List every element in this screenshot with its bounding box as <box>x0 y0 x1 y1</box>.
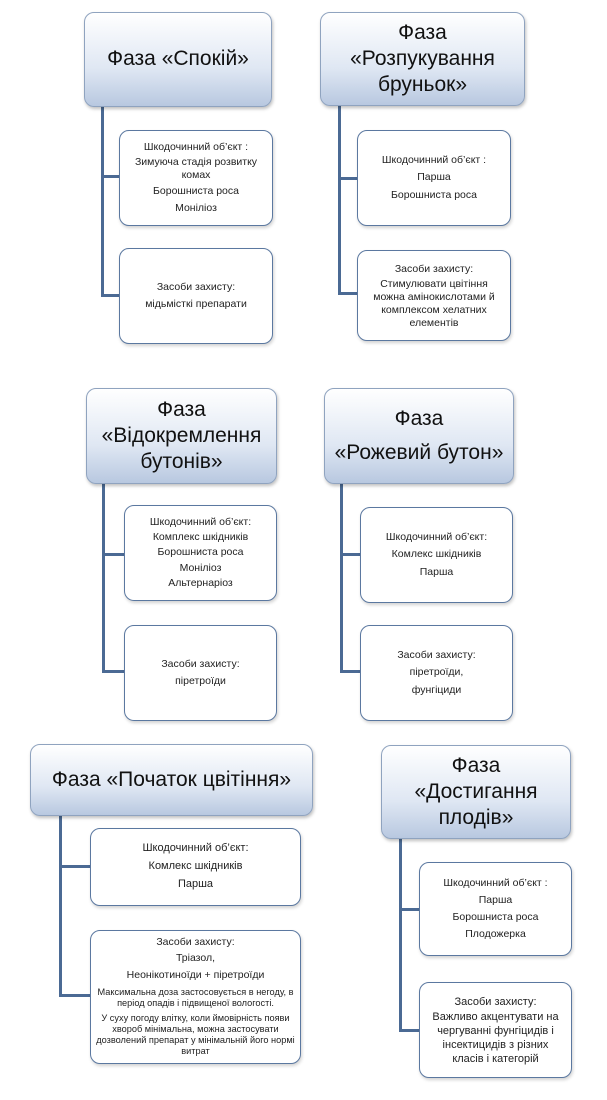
phase-header: Фаза «Рожевий бутон» <box>324 388 514 484</box>
pest-item: Борошниста роса <box>157 546 244 559</box>
pests-box: Шкодочинний об’єкт : Парша Борошниста ро… <box>419 862 572 956</box>
connector-branch <box>340 670 361 673</box>
protection-item: Неонікотиноїди + піретроїди <box>126 969 265 982</box>
connector-branch <box>102 553 125 556</box>
pest-item: Комплекс шкідників <box>152 531 249 544</box>
protection-item: Тріазол, <box>175 952 216 965</box>
phase-title-line: «Відокремлення <box>101 423 262 447</box>
phase-title-line: «Достигання <box>414 779 538 803</box>
pests-box: Шкодочинний об’єкт: Комлекс шкідників Па… <box>360 507 513 603</box>
phase-header: Фаза «Розпукування бруньок» <box>320 12 525 106</box>
protection-box: Засоби захисту: Важливо акцентувати на ч… <box>419 982 572 1078</box>
connector-trunk <box>338 105 341 295</box>
protection-heading: Засоби захисту: <box>161 657 240 670</box>
connector-branch <box>338 177 358 180</box>
connector-branch <box>399 1029 420 1032</box>
protection-box: Засоби захисту: піретроїди, фунгіциди <box>360 625 513 721</box>
protection-heading: Засоби захисту: <box>156 936 235 949</box>
pests-heading: Шкодочинний об’єкт : <box>443 876 548 889</box>
pest-item: Моніліоз <box>175 201 217 214</box>
phase-title-line: бутонів» <box>140 450 223 474</box>
protection-heading: Засоби захисту: <box>454 995 537 1008</box>
phase-title-line: Фаза <box>398 20 447 44</box>
pests-heading: Шкодочинний об’єкт : <box>381 154 487 167</box>
phase-title-line: Фаза <box>394 406 444 430</box>
connector-branch <box>338 292 358 295</box>
pests-heading: Шкодочинний об’єкт: <box>142 842 249 855</box>
connector-trunk <box>59 815 62 997</box>
pests-heading: Шкодочинний об’єкт: <box>149 516 252 529</box>
connector-branch <box>59 994 91 997</box>
pest-item: Парша <box>419 565 454 578</box>
protection-heading: Засоби захисту: <box>156 280 236 293</box>
protection-note: У суху погоду влітку, коли ймовірність п… <box>96 1012 295 1056</box>
phase-header: Фаза «Достигання плодів» <box>381 745 571 839</box>
pest-item: Зимуюча стадія розвитку комах <box>134 156 258 182</box>
connector-branch <box>59 865 91 868</box>
protection-box: Засоби захисту: Тріазол, Неонікотиноїди … <box>90 930 301 1064</box>
protection-item: піретроїди <box>175 675 226 687</box>
protection-item: фунгіциди <box>411 683 462 696</box>
connector-trunk <box>340 483 343 673</box>
phase-title-line: Фаза <box>157 397 206 421</box>
phase-title-line: «Розпукування <box>350 46 495 70</box>
connector-trunk <box>399 838 402 1032</box>
pest-item: Борошниста роса <box>452 911 539 923</box>
pests-heading: Шкодочинний об’єкт : <box>143 141 249 154</box>
protection-box: Засоби захисту: мідьмісткі препарати <box>119 248 273 344</box>
pests-heading: Шкодочинний об’єкт: <box>385 531 488 544</box>
protection-box: Засоби захисту: піретроїди <box>124 625 277 721</box>
pest-item: Альтернаріоз <box>168 576 233 589</box>
pest-item: Парша <box>177 877 214 890</box>
connector-branch <box>102 670 125 673</box>
connector-branch <box>340 553 361 556</box>
pest-item: Парша <box>478 893 513 906</box>
protection-item: Стимулювати цвітіння можна амінокислотам… <box>373 277 495 330</box>
pests-box: Шкодочинний об’єкт : Парша Борошниста ро… <box>357 130 511 226</box>
protection-item: мідьмісткі препарати <box>145 298 247 310</box>
pest-item: Парша <box>417 171 451 184</box>
connector-trunk <box>102 483 105 673</box>
phase-title-line: «Рожевий бутон» <box>334 441 504 464</box>
pest-item: Плодожерка <box>465 928 526 941</box>
protection-item: піретроїди, <box>409 666 464 679</box>
phase-title-line: Фаза <box>451 753 501 777</box>
pests-box: Шкодочинний об’єкт: Комлекс шкідників Па… <box>90 828 301 906</box>
phase-title-line: Фаза «Спокій» <box>107 47 249 71</box>
protection-note: Максимальна доза застосовується в негоду… <box>97 986 294 1008</box>
connector-branch <box>399 908 420 911</box>
pests-box: Шкодочинний об’єкт: Комплекс шкідників Б… <box>124 505 277 601</box>
pest-item: Комлекс шкідників <box>391 548 482 561</box>
pest-item: Моніліоз <box>179 561 222 574</box>
connector-trunk <box>101 106 104 297</box>
phase-title-line: бруньок» <box>377 73 468 97</box>
phase-title-line: Фаза «Початок цвітіння» <box>51 767 292 791</box>
pest-item: Борошниста роса <box>153 184 239 197</box>
connector-branch <box>101 294 120 297</box>
protection-item: Важливо акцентувати на чергуванні фунгіц… <box>432 1011 559 1065</box>
pest-item: Борошниста роса <box>391 188 477 201</box>
protection-heading: Засоби захисту: <box>397 649 476 662</box>
phase-title-line: плодів» <box>438 806 514 830</box>
pest-item: Комлекс шкідників <box>148 860 243 873</box>
phase-header: Фаза «Відокремлення бутонів» <box>86 388 277 484</box>
protection-box: Засоби захисту: Стимулювати цвітіння мож… <box>357 250 511 341</box>
phase-header: Фаза «Спокій» <box>84 12 272 107</box>
connector-branch <box>101 175 120 178</box>
phase-header: Фаза «Початок цвітіння» <box>30 744 313 816</box>
pests-box: Шкодочинний об’єкт : Зимуюча стадія розв… <box>119 130 273 226</box>
protection-heading: Засоби захисту: <box>394 262 474 275</box>
